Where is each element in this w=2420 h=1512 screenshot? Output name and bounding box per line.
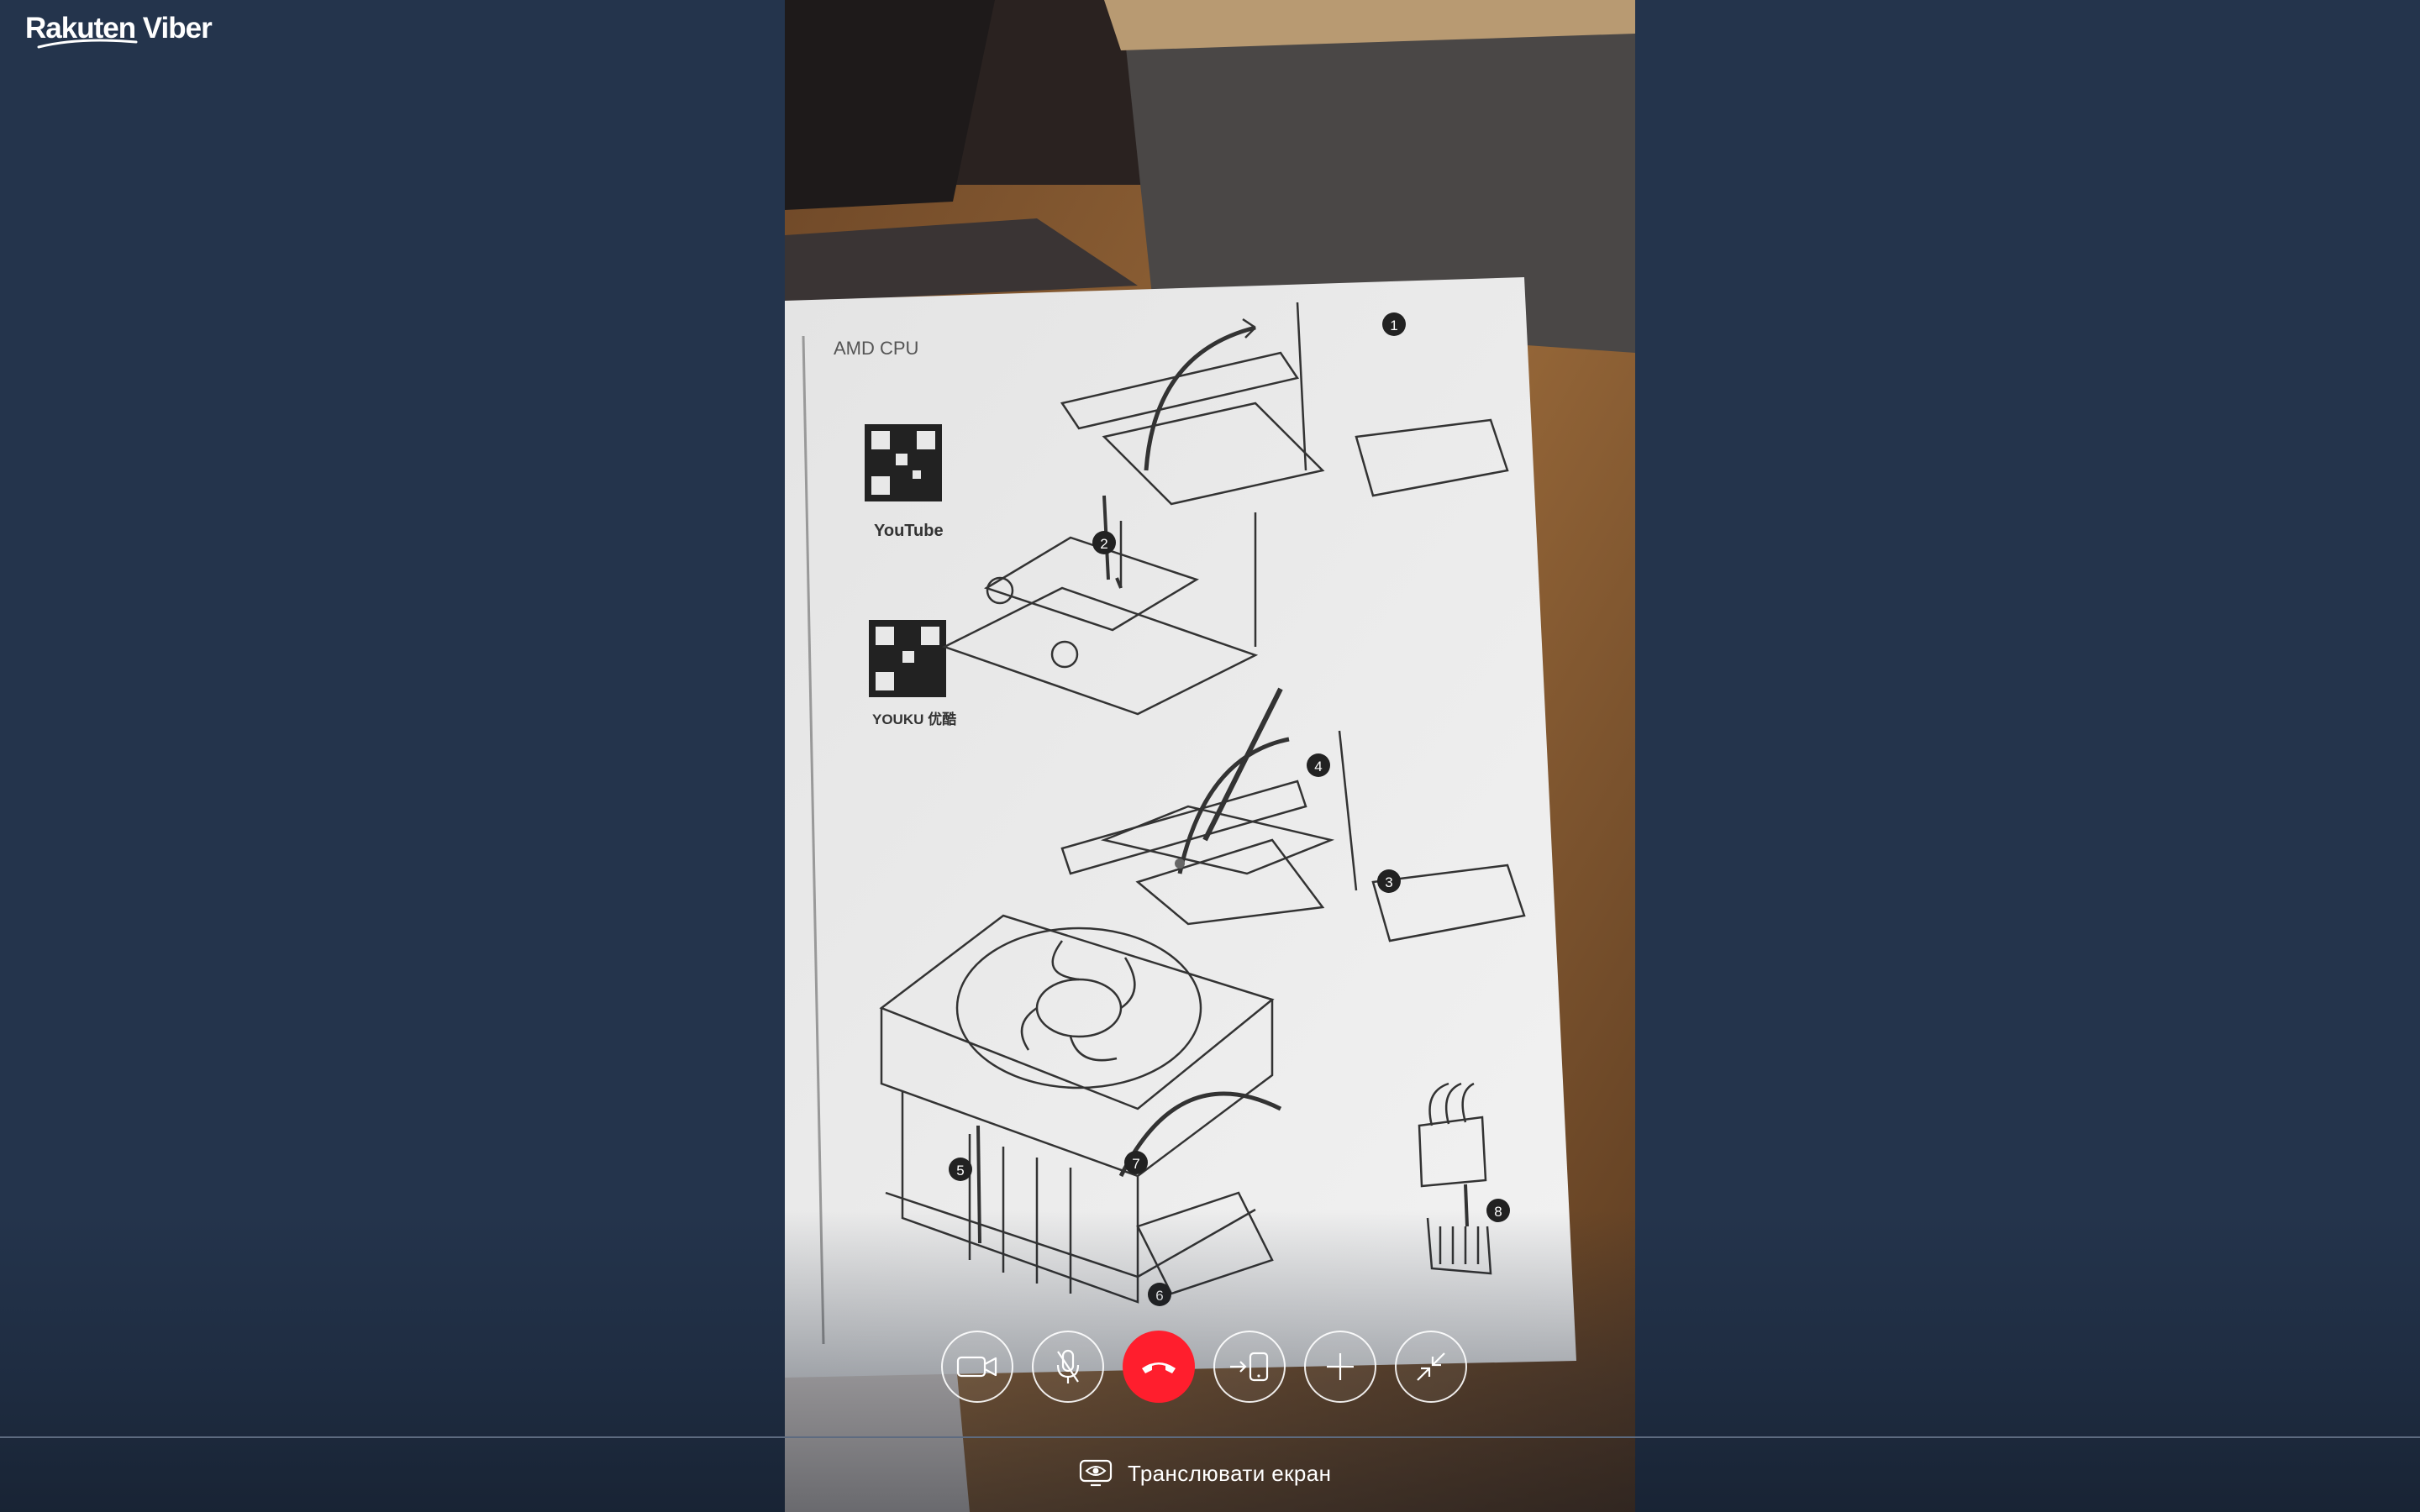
video-camera-icon [956,1356,997,1378]
manual-header: AMD CPU [834,338,918,359]
call-controls-bar [941,1331,1467,1406]
step-number-8: 8 [1494,1204,1502,1220]
step-marker-2 [1092,531,1116,554]
broadcast-screen-button[interactable]: Транслювати екран [1079,1458,1331,1488]
diagram-thermal-paste [1060,687,1526,942]
broadcast-screen-label: Транслювати екран [1128,1460,1332,1486]
remote-video-feed: AMD CPU YouTube YOUKU 优酷 [785,0,1635,1512]
step-number-2: 2 [1100,536,1107,552]
transfer-to-phone-icon [1230,1352,1269,1382]
video-frame: AMD CPU YouTube YOUKU 优酷 [785,0,1635,1512]
plus-icon [1327,1353,1354,1380]
qr-code-youtube [865,424,942,501]
step-marker-3 [1377,869,1401,893]
qr-label-youtube: YouTube [874,522,944,540]
microphone-muted-icon [1056,1349,1080,1383]
footer-divider [0,1436,2420,1438]
step-marker-4 [1307,753,1330,777]
step-number-7: 7 [1132,1156,1139,1172]
eye-screen-icon [1079,1459,1113,1487]
end-call-button[interactable] [1123,1331,1195,1403]
qr-code-youku [869,620,946,697]
microphone-button[interactable] [1032,1331,1104,1403]
minimize-button[interactable] [1395,1331,1467,1403]
logo-text: Rakuten Viber [25,12,213,45]
step-number-4: 4 [1314,759,1322,774]
step-marker-5 [949,1158,972,1181]
diagram-socket-lever [1060,302,1509,506]
step-number-5: 5 [956,1163,964,1179]
diagram-cpu-insert [941,495,1259,716]
logo-swoosh-icon [37,39,138,49]
phone-hangup-icon [1142,1362,1176,1373]
step-number-6: 6 [1155,1288,1163,1304]
add-participant-button[interactable] [1304,1331,1376,1403]
camera-button[interactable] [941,1331,1013,1403]
step-number-1: 1 [1390,318,1397,333]
viber-logo: Rakuten Viber [25,12,213,54]
transfer-call-button[interactable] [1213,1331,1286,1403]
minimize-arrows-icon [1417,1352,1445,1381]
qr-label-youku: YOUKU 优酷 [872,711,956,727]
step-marker-7 [1124,1151,1148,1174]
step-marker-1 [1382,312,1406,336]
step-number-3: 3 [1385,874,1392,890]
